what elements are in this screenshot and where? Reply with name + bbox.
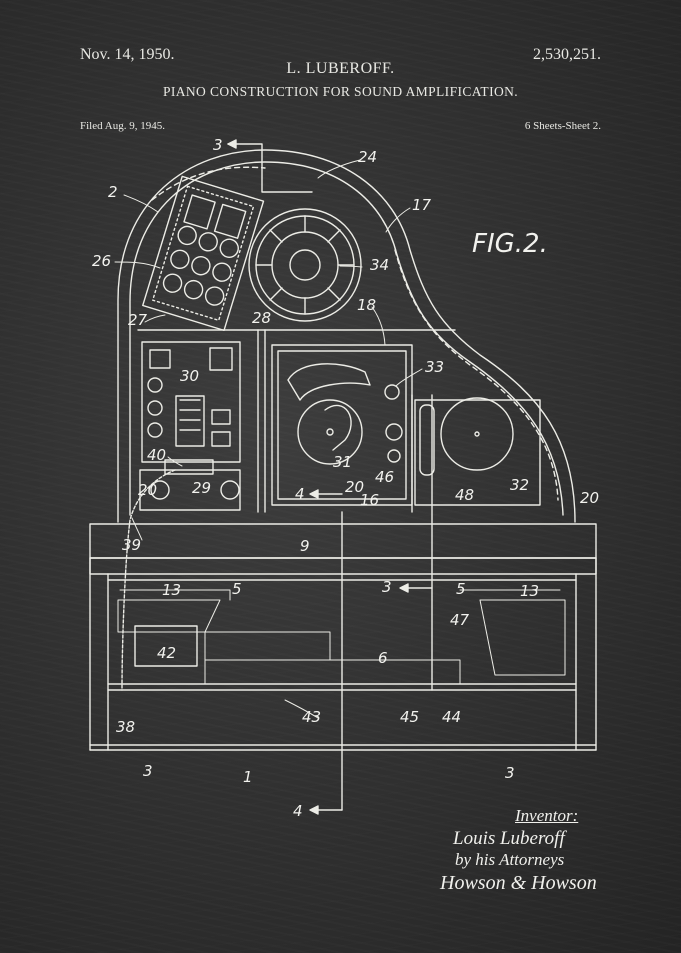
section-line-3 — [227, 143, 433, 811]
signature-inventor-name: Louis Luberoff — [453, 828, 565, 849]
ref-28: 28 — [252, 309, 271, 327]
ref-9: 9 — [300, 537, 310, 555]
signature-inventor-label: Inventor: — [515, 806, 579, 825]
ref-3-bottom-right: 3 — [505, 764, 515, 782]
ref-33: 33 — [425, 358, 444, 376]
ref-42: 42 — [157, 644, 176, 662]
hammer-rail — [117, 589, 566, 685]
ref-4-top: 4 — [295, 485, 305, 503]
ref-17: 17 — [412, 196, 432, 214]
ref-26: 26 — [92, 252, 111, 270]
ref-46: 46 — [375, 468, 394, 486]
ref-29: 29 — [192, 479, 211, 497]
ref-5-right: 5 — [456, 580, 466, 598]
section-arrow-4-bottom — [309, 805, 343, 815]
ref-3-mid: 3 — [382, 578, 392, 596]
ref-44: 44 — [442, 708, 461, 726]
section-arrow-3-mid — [399, 583, 433, 593]
cable — [121, 469, 176, 691]
ref-6: 6 — [378, 649, 388, 667]
ref-30: 30 — [180, 367, 199, 385]
component-box — [134, 625, 198, 667]
patent-number: 2,530,251. — [533, 46, 601, 63]
patent-date: Nov. 14, 1950. — [80, 46, 175, 63]
amplifier-chassis — [141, 341, 241, 475]
inventor-name: L. LUBEROFF. — [286, 60, 395, 77]
ref-4-bottom: 4 — [293, 802, 303, 820]
leader-lines — [114, 159, 423, 719]
ref-16: 16 — [360, 491, 379, 509]
filed-date: Filed Aug. 9, 1945. — [80, 120, 165, 132]
ref-24: 24 — [358, 148, 377, 166]
case-dashed-line — [151, 166, 559, 501]
perforated-panel — [142, 175, 265, 332]
ref-1: 1 — [243, 768, 253, 786]
section-arrow-4-top — [309, 489, 343, 499]
ref-32: 32 — [510, 476, 529, 494]
figure-label: FIG.2. — [472, 229, 548, 259]
ref-13-right: 13 — [520, 582, 539, 600]
piano-case-outline — [117, 149, 576, 523]
ref-45: 45 — [400, 708, 419, 726]
ref-38: 38 — [116, 718, 135, 736]
ref-20-mid: 20 — [345, 478, 364, 496]
ref-40: 40 — [147, 446, 166, 464]
reference-labels: 2 3 24 17 26 34 27 28 18 33 30 31 46 32 … — [92, 136, 599, 820]
ref-13-left: 13 — [162, 581, 181, 599]
ref-3-top: 3 — [213, 136, 223, 154]
ref-34: 34 — [370, 256, 389, 274]
signature-attorneys: by his Attorneys — [455, 850, 565, 869]
ref-20-left: 20 — [138, 481, 157, 499]
signature-firm: Howson & Howson — [440, 872, 597, 894]
record-storage — [414, 397, 541, 506]
ref-5-left: 5 — [232, 580, 242, 598]
ref-20-right: 20 — [580, 489, 599, 507]
loudspeaker — [248, 208, 362, 322]
ref-2: 2 — [108, 183, 118, 201]
ref-47: 47 — [450, 611, 470, 629]
record-player — [271, 344, 413, 506]
ref-18: 18 — [357, 296, 376, 314]
section-arrow-3-top — [227, 139, 237, 149]
ref-48: 48 — [455, 486, 474, 504]
patent-title: PIANO CONSTRUCTION FOR SOUND AMPLIFICATI… — [162, 84, 519, 99]
ref-43: 43 — [302, 708, 321, 726]
keybed-frame — [89, 523, 597, 751]
sheet-count: 6 Sheets-Sheet 2. — [524, 120, 601, 132]
vacuum-tube-column — [139, 469, 241, 511]
piano-case-inner-outline — [129, 161, 564, 516]
ref-39: 39 — [122, 536, 141, 554]
ref-3-bottom-left: 3 — [143, 762, 153, 780]
ref-31: 31 — [333, 453, 352, 471]
ref-27: 27 — [128, 311, 148, 329]
